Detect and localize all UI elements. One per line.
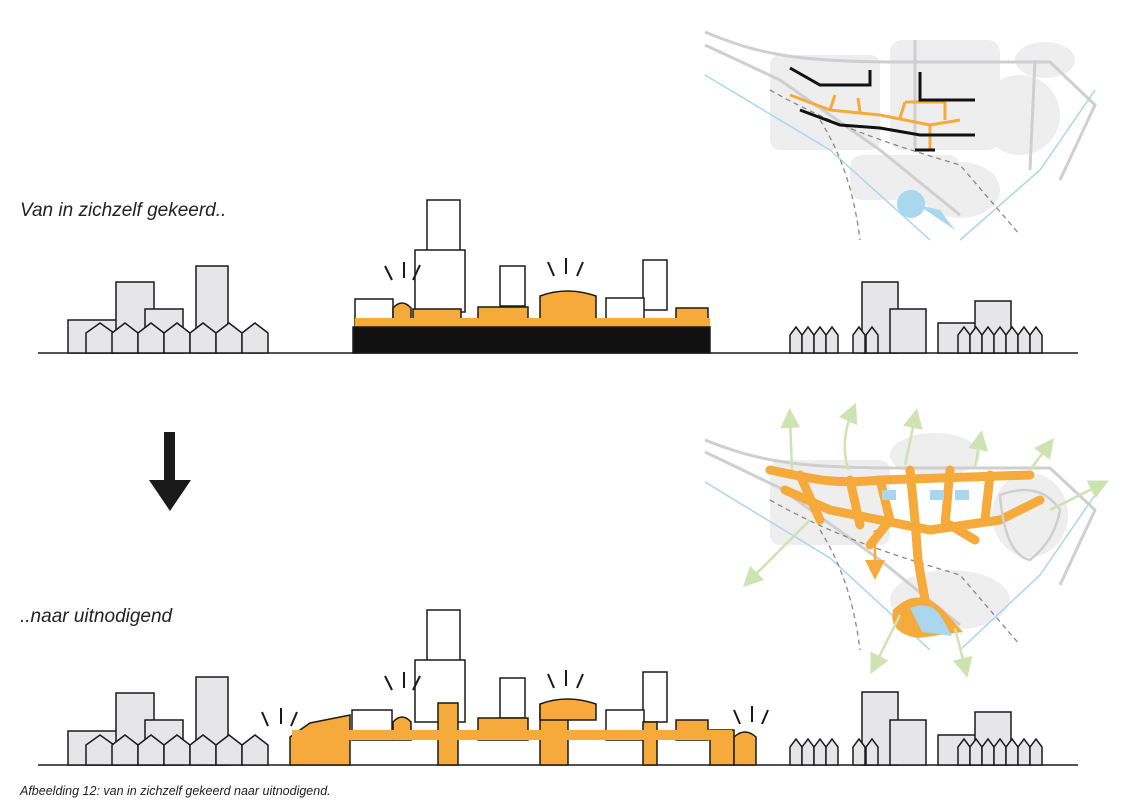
down-arrow-icon — [149, 432, 191, 511]
left-neighbourhood-bottom — [67, 676, 269, 766]
label-inward: Van in zichzelf gekeerd.. — [20, 200, 227, 221]
label-inviting: ..naar uitnodigend — [20, 606, 173, 627]
left-neighbourhood-top — [67, 265, 269, 354]
highlight-rays-icon — [261, 670, 769, 727]
centre-mall-bottom — [289, 609, 757, 766]
map-bottom — [704, 402, 1109, 678]
section-top — [38, 199, 1078, 354]
figure-caption: Afbeelding 12: van in zichzelf gekeerd n… — [20, 784, 331, 798]
map-top — [704, 30, 1097, 241]
highlight-rays-icon — [384, 258, 584, 281]
centre-mall-top — [352, 199, 711, 354]
right-neighbourhood-top — [789, 281, 1043, 354]
right-neighbourhood-bottom — [789, 691, 1043, 766]
section-bottom — [38, 609, 1078, 766]
